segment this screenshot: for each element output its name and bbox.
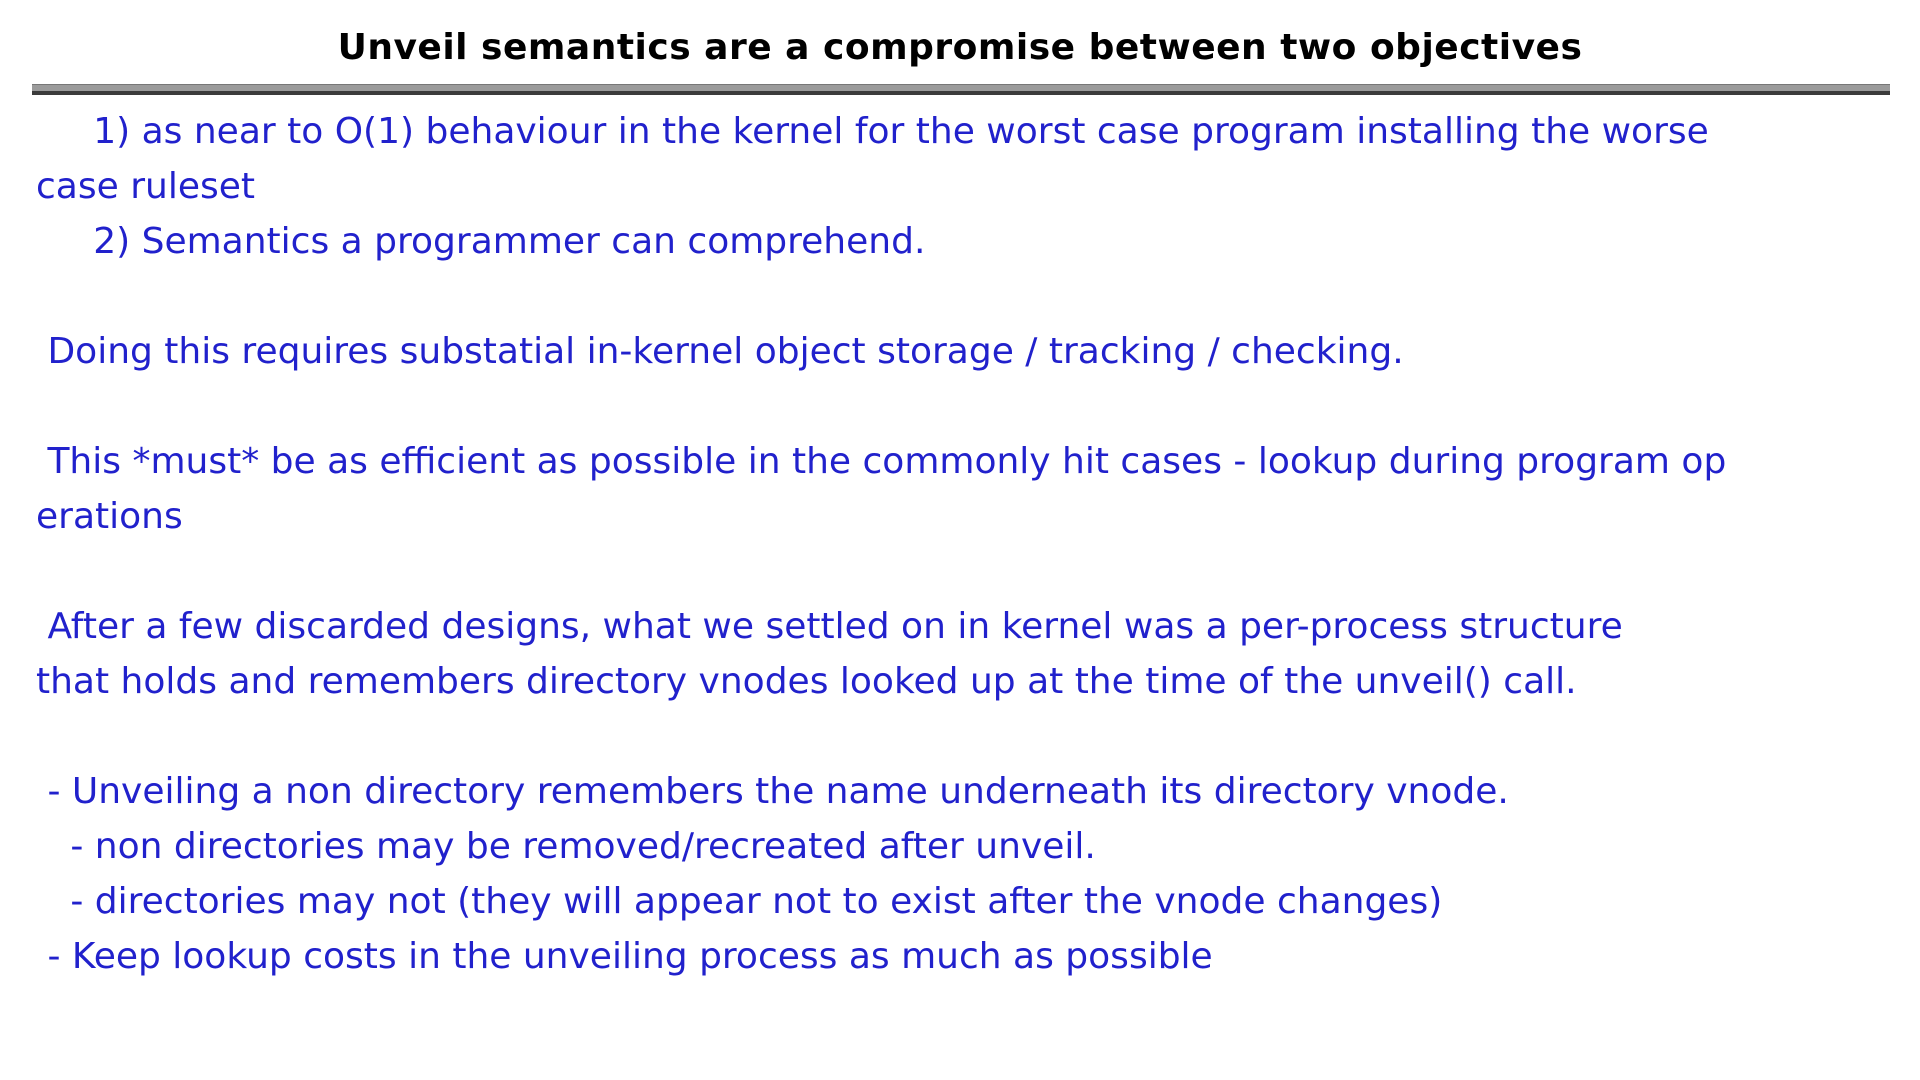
body-line: erations <box>36 496 183 537</box>
body-line: 1) as near to O(1) behaviour in the kern… <box>36 111 1709 152</box>
slide-body: 1) as near to O(1) behaviour in the kern… <box>0 104 1920 984</box>
body-line: - Keep lookup costs in the unveiling pro… <box>36 936 1213 977</box>
body-line: This *must* be as efficient as possible … <box>36 441 1727 482</box>
title-divider <box>32 84 1890 95</box>
body-line: - directories may not (they will appear … <box>36 881 1443 922</box>
body-line: After a few discarded designs, what we s… <box>36 606 1623 647</box>
body-line: - non directories may be removed/recreat… <box>36 826 1096 867</box>
slide-title: Unveil semantics are a compromise betwee… <box>337 27 1583 68</box>
body-line: case ruleset <box>36 166 255 207</box>
body-line <box>36 544 1920 599</box>
body-line: that holds and remembers directory vnode… <box>36 661 1577 702</box>
body-line <box>36 709 1920 764</box>
body-line <box>36 379 1920 434</box>
body-line <box>36 269 1920 324</box>
body-line: - Unveiling a non directory remembers th… <box>36 771 1509 812</box>
body-line: 2) Semantics a programmer can comprehend… <box>36 221 926 262</box>
body-line: Doing this requires substatial in-kernel… <box>36 331 1404 372</box>
